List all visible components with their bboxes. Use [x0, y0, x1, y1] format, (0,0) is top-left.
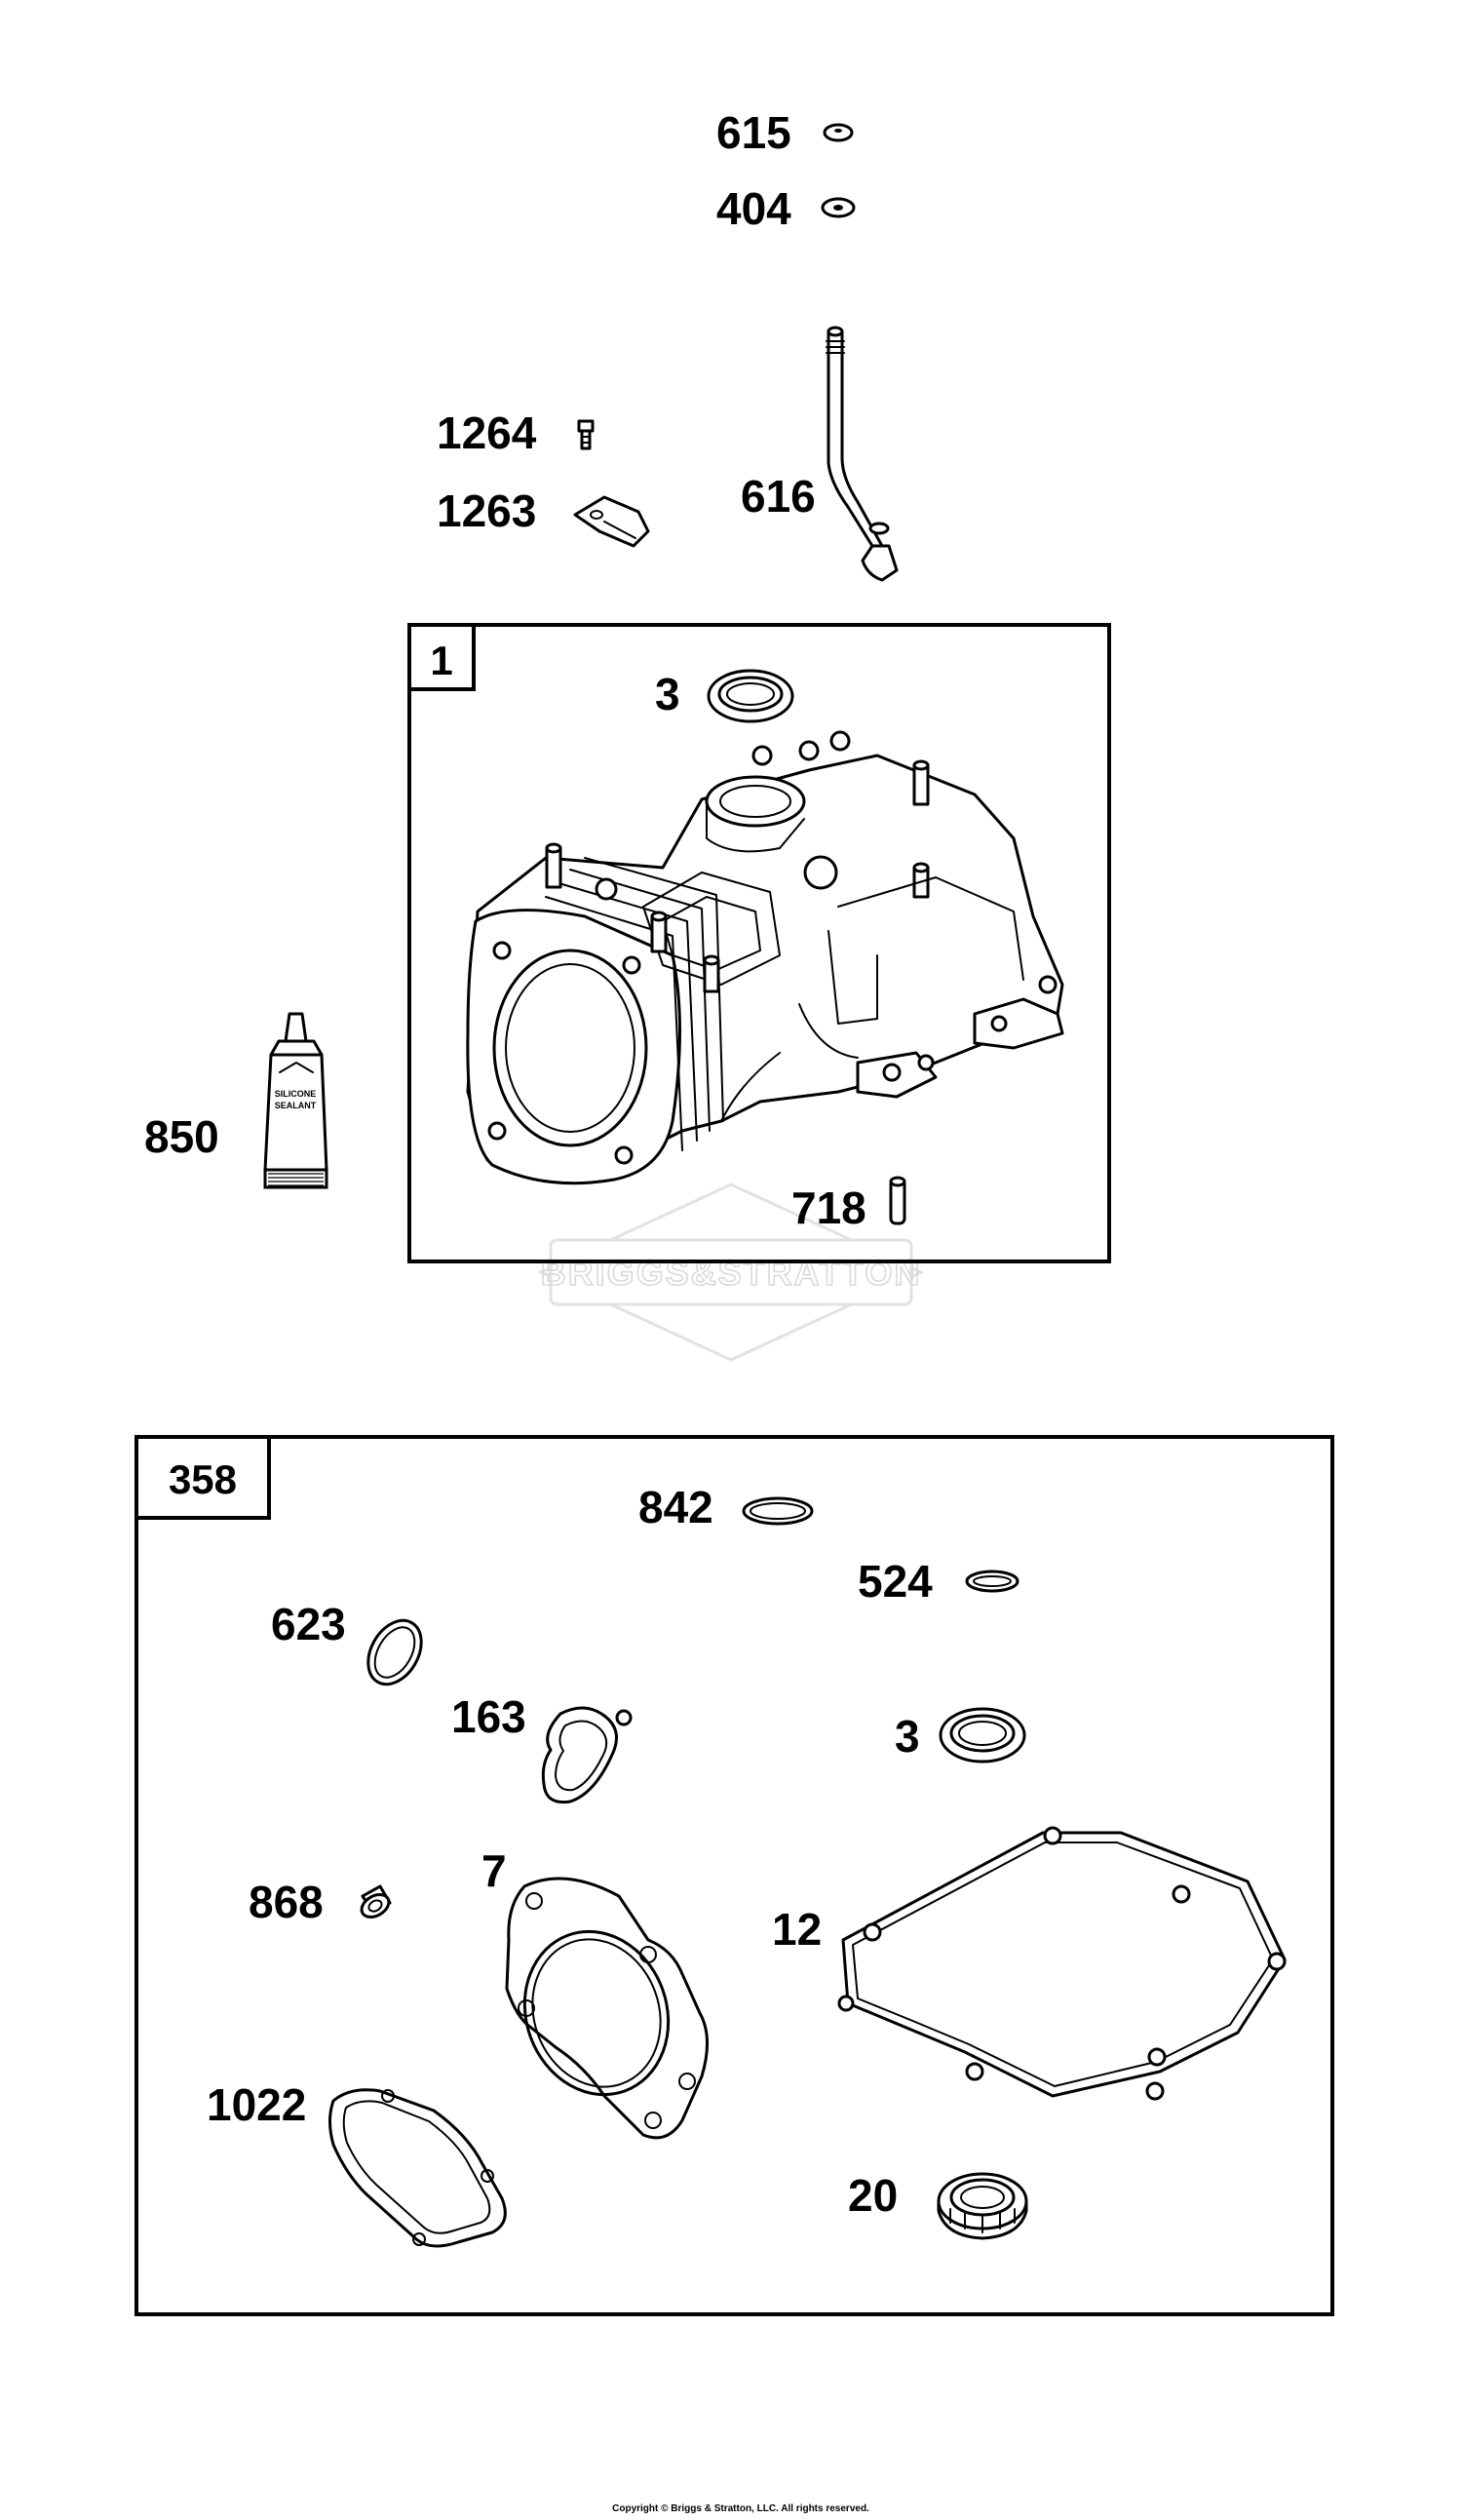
label-404: 404 — [716, 183, 791, 234]
box-label-358: 358 — [169, 1456, 237, 1502]
label-616: 616 — [741, 471, 816, 522]
part-524-gasket[interactable] — [965, 1570, 1020, 1593]
part-3-kit-oil-seal[interactable] — [939, 1707, 1026, 1764]
label-12: 12 — [772, 1904, 822, 1955]
part-623-o-ring[interactable] — [358, 1611, 433, 1694]
label-842: 842 — [638, 1482, 713, 1532]
label-1022: 1022 — [207, 2079, 306, 2130]
copyright-notice: Copyright © Briggs & Stratton, LLC. All … — [612, 2503, 869, 2514]
part-718-dowel-pin[interactable] — [889, 1176, 906, 1225]
label-524: 524 — [858, 1556, 933, 1607]
part-12-crankcase-gasket[interactable] — [837, 1826, 1287, 2101]
label-850: 850 — [144, 1111, 219, 1162]
part-615-washer[interactable] — [823, 123, 854, 142]
label-718: 718 — [791, 1182, 866, 1233]
tube-text-line1: SILICONE — [275, 1089, 317, 1099]
label-3-kit: 3 — [895, 1711, 920, 1762]
part-1264-bolt[interactable] — [577, 419, 595, 450]
label-868: 868 — [249, 1877, 324, 1927]
part-1022-gasket[interactable] — [328, 2088, 507, 2248]
label-1264: 1264 — [437, 407, 537, 458]
part-404-washer[interactable] — [821, 197, 856, 218]
part-616-dipstick-tube[interactable] — [826, 326, 899, 582]
part-20-oil-seal[interactable] — [937, 2172, 1028, 2240]
part-868-plug[interactable] — [358, 1884, 393, 1921]
part-850-silicone-sealant-tube[interactable]: SILICONE SEALANT — [263, 1012, 328, 1189]
gasket-kit-box: 358 — [135, 1435, 1334, 2316]
label-163: 163 — [451, 1691, 526, 1742]
part-3-oil-seal[interactable] — [707, 669, 794, 723]
label-615: 615 — [716, 107, 791, 158]
part-842-gasket[interactable] — [742, 1496, 814, 1526]
part-1-cylinder-block[interactable] — [466, 730, 1064, 1185]
watermark-text: BRIGGS&STRATTON — [541, 1253, 922, 1293]
part-163-gasket[interactable] — [541, 1706, 633, 1804]
label-623: 623 — [271, 1599, 346, 1649]
label-1263: 1263 — [437, 485, 536, 536]
label-7: 7 — [481, 1845, 507, 1896]
box-label-1: 1 — [430, 638, 452, 683]
part-1263-bracket[interactable] — [573, 495, 650, 548]
cylinder-assembly-box: 1 — [407, 623, 1111, 1263]
label-3-top: 3 — [655, 669, 680, 719]
tube-text-line2: SEALANT — [275, 1101, 317, 1110]
label-20: 20 — [848, 2170, 898, 2221]
brand-watermark: BRIGGS&STRATTON — [537, 1182, 925, 1362]
part-7-head-gasket[interactable] — [502, 1877, 710, 2140]
